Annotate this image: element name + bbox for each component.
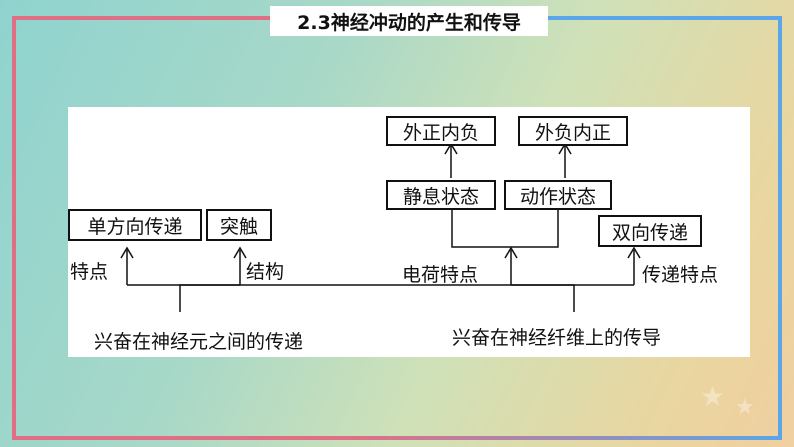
- box-two-way-transmission: 双向传递: [598, 215, 702, 247]
- box-one-way-transmission: 单方向传递: [68, 209, 202, 241]
- label-charge-feature: 电荷特点: [402, 264, 479, 286]
- slide-title: 2.3神经冲动的产生和传导: [270, 6, 548, 36]
- label-structure: 结构: [246, 261, 285, 283]
- frame-top-right-border: [548, 16, 782, 20]
- frame-left-border: [12, 16, 16, 440]
- arrow-feature-head: [120, 246, 134, 259]
- label-transmission-feature: 传递特点: [642, 264, 719, 286]
- box-outside-negative: 外负内正: [518, 116, 628, 146]
- concept-diagram: 外正内负 外负内正 静息状态 动作状态 单方向传递 突触 双向传递 特点 结构 …: [68, 107, 750, 357]
- arrow-charge-head: [504, 246, 518, 259]
- label-feature: 特点: [70, 261, 109, 283]
- box-synapse: 突触: [206, 209, 272, 241]
- box-outside-positive: 外正内负: [386, 116, 496, 146]
- box-resting-state: 静息状态: [386, 180, 496, 210]
- frame-right-border: [778, 16, 782, 440]
- frame-top-left-border: [12, 16, 270, 20]
- star-decoration-icon: ★: [735, 395, 755, 420]
- box-action-state: 动作状态: [504, 180, 612, 210]
- star-decoration-icon: ★: [700, 380, 726, 413]
- frame-bottom-border: [12, 436, 782, 440]
- state-bracket-line: [451, 209, 559, 248]
- label-along-fiber: 兴奋在神经纤维上的传导: [452, 327, 662, 349]
- arrow-structure-head: [233, 246, 247, 259]
- bottom-bracket-line: [179, 284, 575, 312]
- arrow-transmission-head: [627, 246, 641, 259]
- label-between-neurons: 兴奋在神经元之间的传递: [94, 331, 304, 353]
